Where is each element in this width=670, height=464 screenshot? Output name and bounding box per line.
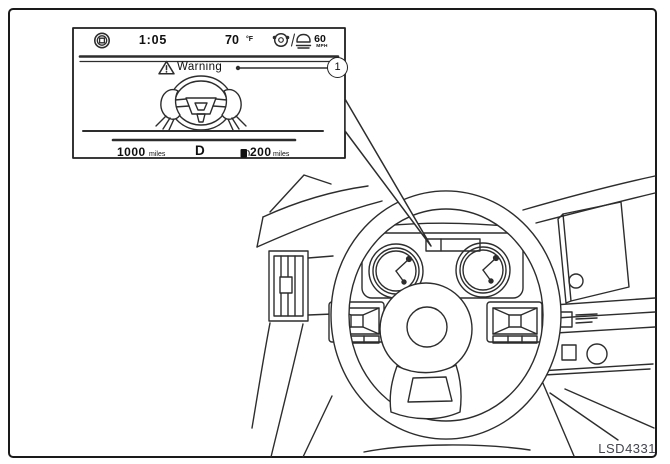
status-set-speed-value: 60 — [314, 33, 326, 45]
figure-border — [8, 8, 657, 458]
status-time: 1:05 — [138, 33, 168, 47]
steering-wheel — [328, 190, 562, 440]
callout-wedge — [344, 98, 432, 247]
status-temperature-value: 70 — [225, 33, 239, 47]
lower-spoke — [389, 364, 462, 420]
right-switch-pod — [486, 301, 543, 344]
steering-assist-icon — [272, 32, 290, 48]
odometer-value: 1000 — [117, 145, 146, 159]
fuel-range-unit: miles — [273, 150, 290, 158]
chassis-status-icon — [94, 32, 111, 49]
instrument-cluster — [361, 222, 524, 299]
left-air-vent-icon — [268, 250, 309, 322]
status-temperature-unit: °F — [246, 36, 254, 43]
status-set-speed-unit: MPH — [316, 44, 328, 49]
left-hand-icon — [160, 88, 181, 120]
dash-knob-icon — [586, 343, 608, 365]
warning-triangle-icon — [158, 60, 175, 75]
display-inset — [72, 27, 346, 159]
callout-pointer — [235, 65, 432, 247]
figure-code: LSD4331 — [598, 441, 656, 456]
center-display-screen — [557, 201, 630, 304]
odometer-unit: miles — [149, 150, 166, 158]
right-hand-icon — [221, 88, 242, 120]
display-inset-border — [72, 27, 346, 159]
warning-label: Warning — [177, 61, 223, 73]
callout-1-badge: 1 — [327, 56, 348, 78]
gear-indicator: D — [195, 143, 205, 158]
following-distance-icon — [295, 33, 312, 49]
icon-divider — [290, 33, 296, 47]
fuel-range-value: 200 — [250, 145, 272, 159]
fuel-pump-icon — [240, 149, 250, 158]
hands-on-wheel-graphic — [155, 75, 247, 131]
right-gauge-icon — [455, 242, 511, 298]
